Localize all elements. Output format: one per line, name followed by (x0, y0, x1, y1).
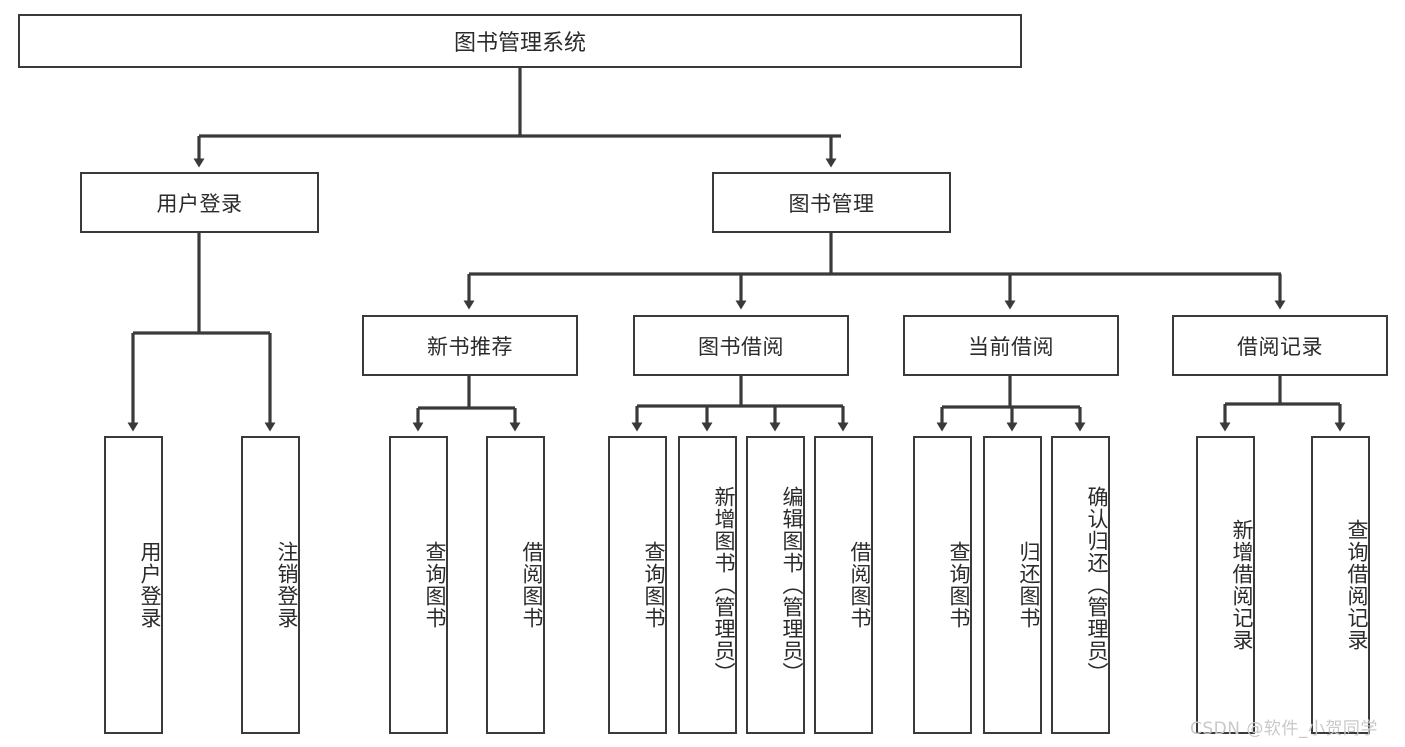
node-borrow-record-label: 借阅记录 (1237, 334, 1323, 359)
node-book-borrow[interactable]: 图书借阅 (633, 315, 849, 376)
node-leaf-rec-search-label: 查询借阅记录 (1345, 519, 1369, 651)
node-leaf-user-logout[interactable]: 注销登录 (241, 436, 300, 734)
node-current-borrow-label: 当前借阅 (968, 334, 1054, 359)
node-current-borrow[interactable]: 当前借阅 (903, 315, 1119, 376)
node-root-label: 图书管理系统 (453, 31, 586, 56)
node-new-book-rec[interactable]: 新书推荐 (362, 315, 578, 376)
node-leaf-borrow-add[interactable]: 新增图书（管理员） (678, 436, 737, 734)
node-leaf-cur-confirm-label: 确认归还（管理员） (1085, 486, 1109, 684)
node-leaf-user-logout-label: 注销登录 (275, 541, 299, 629)
node-user-login-label: 用户登录 (156, 191, 243, 216)
node-leaf-borrow-add-label: 新增图书（管理员） (712, 486, 736, 684)
node-leaf-rec-borrow-label: 借阅图书 (520, 541, 544, 629)
node-leaf-rec-borrow[interactable]: 借阅图书 (486, 436, 545, 734)
node-leaf-cur-confirm[interactable]: 确认归还（管理员） (1051, 436, 1110, 734)
node-leaf-cur-query[interactable]: 查询图书 (913, 436, 972, 734)
node-leaf-borrow-take[interactable]: 借阅图书 (814, 436, 873, 734)
node-leaf-user-login[interactable]: 用户登录 (104, 436, 163, 734)
node-leaf-borrow-query[interactable]: 查询图书 (608, 436, 667, 734)
node-leaf-borrow-edit[interactable]: 编辑图书（管理员） (746, 436, 805, 734)
node-book-manage-label: 图书管理 (788, 191, 875, 216)
node-user-login[interactable]: 用户登录 (80, 172, 319, 233)
node-leaf-rec-add[interactable]: 新增借阅记录 (1196, 436, 1255, 734)
node-leaf-rec-add-label: 新增借阅记录 (1230, 519, 1254, 651)
node-leaf-user-login-label: 用户登录 (138, 541, 162, 629)
node-leaf-borrow-query-label: 查询图书 (642, 541, 666, 629)
node-root[interactable]: 图书管理系统 (18, 14, 1022, 68)
node-book-manage[interactable]: 图书管理 (712, 172, 951, 233)
node-leaf-rec-search[interactable]: 查询借阅记录 (1311, 436, 1370, 734)
node-leaf-borrow-edit-label: 编辑图书（管理员） (780, 486, 804, 684)
node-leaf-cur-return[interactable]: 归还图书 (983, 436, 1042, 734)
node-new-book-rec-label: 新书推荐 (427, 334, 513, 359)
node-leaf-cur-query-label: 查询图书 (947, 541, 971, 629)
node-borrow-record[interactable]: 借阅记录 (1172, 315, 1388, 376)
node-leaf-rec-query-label: 查询图书 (423, 541, 447, 629)
node-leaf-rec-query[interactable]: 查询图书 (389, 436, 448, 734)
watermark: CSDN @软件_小贺同学 (1190, 719, 1378, 739)
node-book-borrow-label: 图书借阅 (698, 334, 784, 359)
node-leaf-borrow-take-label: 借阅图书 (848, 541, 872, 629)
node-leaf-cur-return-label: 归还图书 (1017, 541, 1041, 629)
